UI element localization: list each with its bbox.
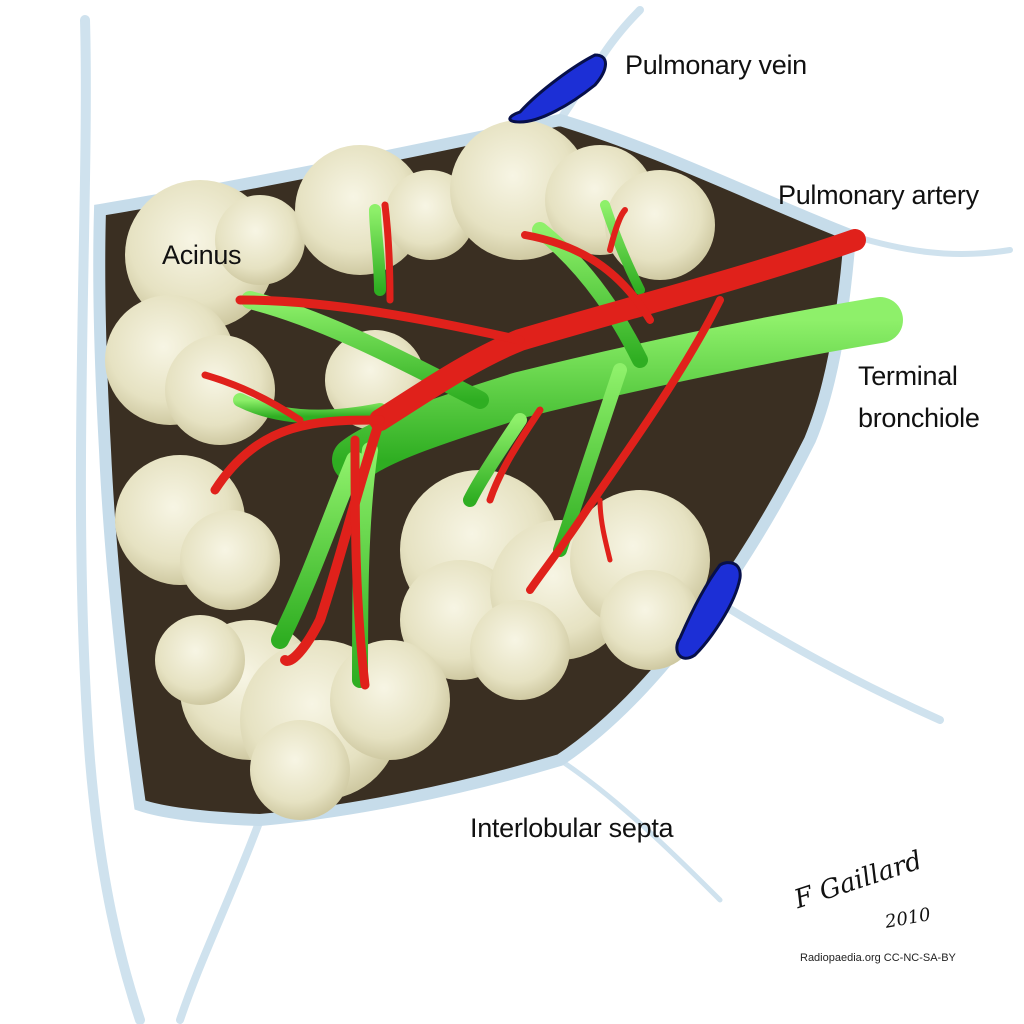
label-terminal-bronchiole-2: bronchiole <box>858 403 980 433</box>
credit-line: Radiopaedia.org CC-NC-SA-BY <box>800 952 956 964</box>
pulmonary-vein <box>508 53 742 660</box>
label-pulmonary-artery: Pulmonary artery <box>778 180 979 210</box>
label-pulmonary-vein: Pulmonary vein <box>625 50 807 80</box>
label-interlobular-septa: Interlobular septa <box>470 813 674 843</box>
label-acinus: Acinus <box>162 240 242 270</box>
label-terminal-bronchiole-1: Terminal <box>858 361 958 391</box>
pulmonary-artery <box>201 201 866 690</box>
acini <box>105 120 715 820</box>
